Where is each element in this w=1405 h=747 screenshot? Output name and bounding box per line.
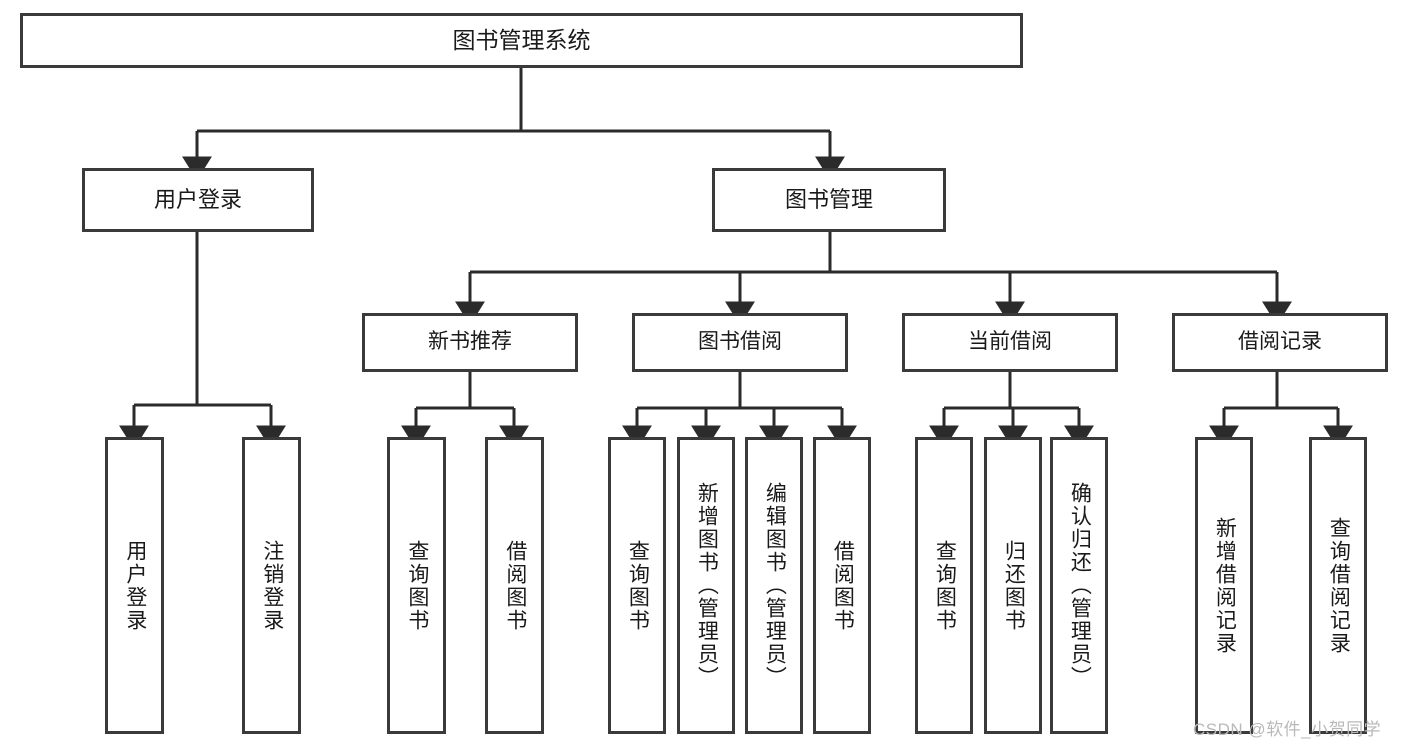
node-current-borrow[interactable]: 当前借阅 bbox=[902, 313, 1118, 372]
leaf-user-login-label: 用户登录 bbox=[123, 539, 147, 632]
leaf-return-book[interactable]: 归还图书 bbox=[984, 437, 1042, 734]
node-book-management[interactable]: 图书管理 bbox=[712, 168, 946, 232]
node-book-management-label: 图书管理 bbox=[784, 187, 873, 213]
leaf-return-book-label: 归还图书 bbox=[1002, 539, 1026, 632]
leaf-edit-book-admin[interactable]: 编辑图书（管理员） bbox=[745, 437, 803, 734]
leaf-add-book-admin-label: 新增图书（管理员） bbox=[695, 482, 719, 689]
node-new-book-recommend-label: 新书推荐 bbox=[428, 330, 512, 354]
node-book-borrow-label: 图书借阅 bbox=[698, 330, 782, 354]
leaf-confirm-return-admin[interactable]: 确认归还（管理员） bbox=[1050, 437, 1108, 734]
leaf-query-borrow-record-label: 查询借阅记录 bbox=[1327, 516, 1351, 655]
node-book-borrow[interactable]: 图书借阅 bbox=[632, 313, 848, 372]
watermark: CSDN @软件_小贺同学 bbox=[1193, 720, 1382, 739]
leaf-borrow-book[interactable]: 借阅图书 bbox=[813, 437, 871, 734]
node-current-borrow-label: 当前借阅 bbox=[968, 330, 1052, 354]
leaf-logout[interactable]: 注销登录 bbox=[242, 437, 301, 734]
leaf-borrow-book-label: 借阅图书 bbox=[831, 539, 855, 632]
leaf-borrow-book-recommend-label: 借阅图书 bbox=[503, 539, 527, 632]
node-borrow-record-label: 借阅记录 bbox=[1238, 330, 1322, 354]
leaf-query-book-current-label: 查询图书 bbox=[933, 539, 957, 632]
leaf-edit-book-admin-label: 编辑图书（管理员） bbox=[763, 482, 787, 689]
leaf-borrow-book-recommend[interactable]: 借阅图书 bbox=[485, 437, 544, 734]
leaf-add-borrow-record[interactable]: 新增借阅记录 bbox=[1195, 437, 1253, 734]
leaf-query-book-borrow-label: 查询图书 bbox=[626, 539, 650, 632]
leaf-query-borrow-record[interactable]: 查询借阅记录 bbox=[1309, 437, 1367, 734]
leaf-add-book-admin[interactable]: 新增图书（管理员） bbox=[677, 437, 735, 734]
leaf-query-book-current[interactable]: 查询图书 bbox=[915, 437, 973, 734]
leaf-add-borrow-record-label: 新增借阅记录 bbox=[1213, 516, 1237, 655]
leaf-query-book-recommend[interactable]: 查询图书 bbox=[387, 437, 446, 734]
node-root[interactable]: 图书管理系统 bbox=[20, 13, 1023, 68]
node-new-book-recommend[interactable]: 新书推荐 bbox=[362, 313, 578, 372]
leaf-query-book-borrow[interactable]: 查询图书 bbox=[608, 437, 666, 734]
leaf-logout-label: 注销登录 bbox=[260, 539, 284, 632]
node-root-label: 图书管理系统 bbox=[452, 26, 591, 53]
leaf-confirm-return-admin-label: 确认归还（管理员） bbox=[1068, 482, 1092, 689]
node-user-login[interactable]: 用户登录 bbox=[82, 168, 314, 232]
node-user-login-label: 用户登录 bbox=[153, 187, 242, 213]
node-borrow-record[interactable]: 借阅记录 bbox=[1172, 313, 1388, 372]
leaf-query-book-recommend-label: 查询图书 bbox=[405, 539, 429, 632]
leaf-user-login[interactable]: 用户登录 bbox=[105, 437, 164, 734]
